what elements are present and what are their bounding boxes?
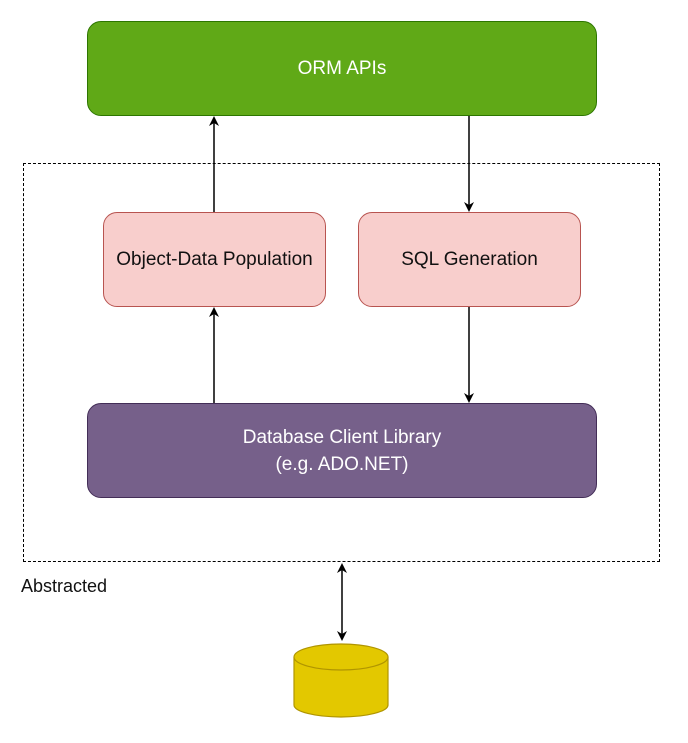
abstracted-group-border	[23, 163, 660, 562]
sql-generation-node[interactable]: SQL Generation	[358, 212, 581, 307]
orm-apis-node[interactable]: ORM APIs	[87, 21, 597, 116]
database-cylinder-icon[interactable]	[293, 643, 389, 718]
orm-apis-label: ORM APIs	[297, 58, 387, 79]
object-data-population-label: Object-Data Population	[116, 249, 313, 270]
sql-generation-label: SQL Generation	[401, 249, 538, 270]
abstracted-group-label: Abstracted	[21, 576, 108, 596]
database-client-library-sublabel: (e.g. ADO.NET)	[275, 453, 409, 475]
object-data-population-node[interactable]: Object-Data Population	[103, 212, 326, 307]
database-client-library-node[interactable]: Database Client Library (e.g. ADO.NET)	[87, 403, 597, 498]
database-client-library-label: Database Client Library	[242, 426, 442, 448]
